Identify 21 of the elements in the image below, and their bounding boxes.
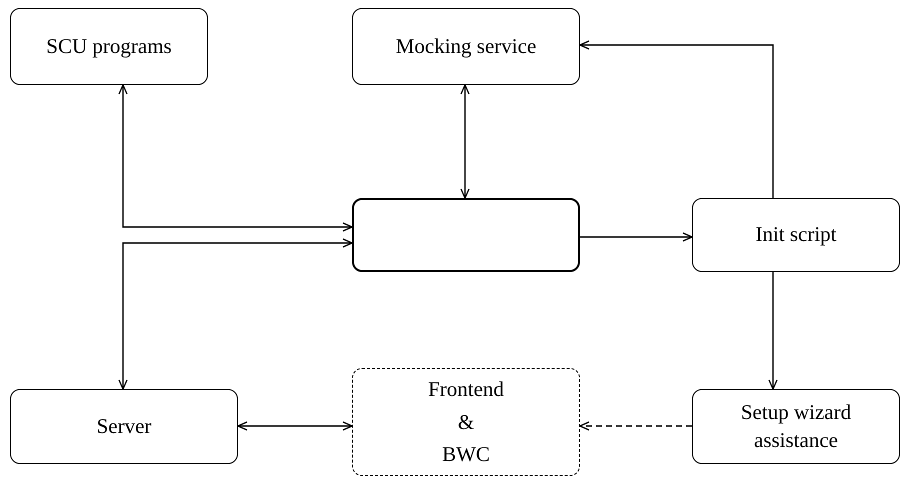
process-box [352,368,580,476]
arrow [237,421,353,431]
arrow [460,84,470,199]
arrow [579,421,692,431]
process-box [10,389,238,464]
process-box [352,8,580,85]
arrow [118,84,353,232]
arrow [768,272,778,390]
node-label: Frontend & BWC [428,376,504,468]
process-box [10,8,208,85]
node-label: Setup wizard assistance [740,399,852,454]
process-box [692,389,900,464]
process-box [352,198,580,272]
process-box [692,198,900,272]
arrow [580,232,693,242]
arrow [579,40,774,198]
node-label: Server [96,412,152,440]
node-label: SCU programs [46,32,172,60]
node-label: Init script [755,221,837,248]
arrow [118,238,353,390]
node-label: Mocking service [396,32,536,60]
